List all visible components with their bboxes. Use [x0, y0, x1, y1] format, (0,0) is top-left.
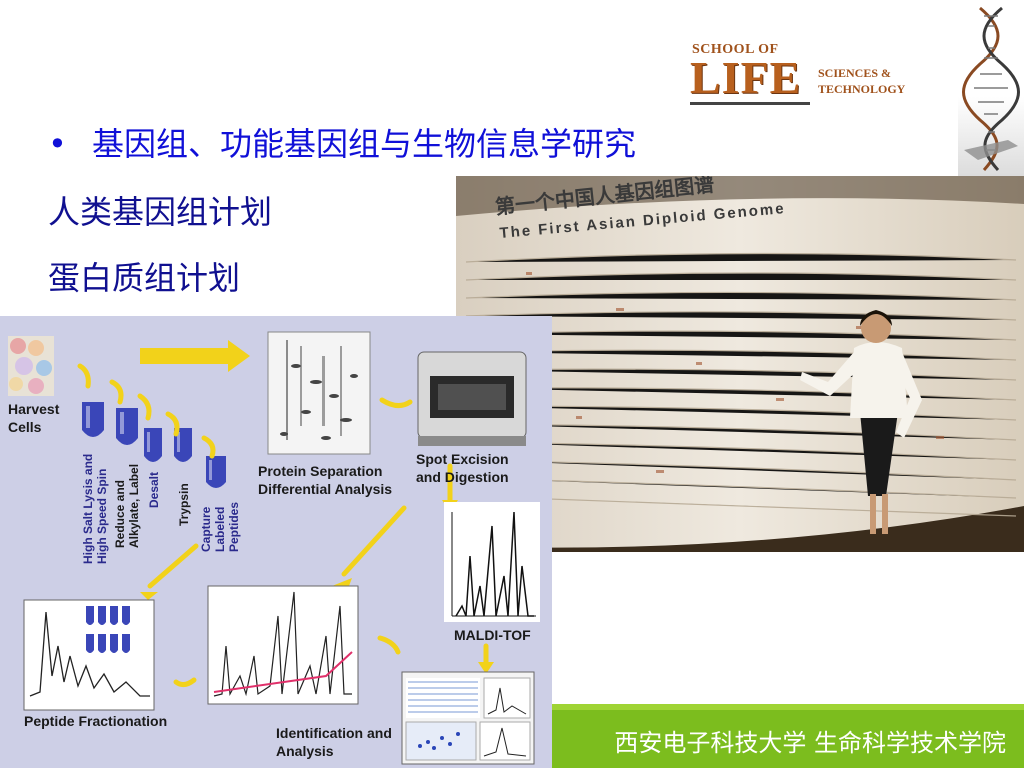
proteome-project: 蛋白质组计划 — [48, 259, 241, 297]
bullet-heading: • 基因组、功能基因组与生物信息学研究 — [48, 124, 636, 164]
step-reduce-1: Reduce and — [113, 480, 127, 548]
peptide-fraction-label: Peptide Fractionation — [24, 713, 167, 729]
logo-sciences: SCIENCES & — [818, 66, 892, 80]
spot-excision-machine — [417, 351, 527, 446]
proteomics-workflow-diagram: Harvest Cells High Salt Lysis and High S… — [0, 316, 552, 768]
protein-sep-label-2: Differential Analysis — [258, 481, 392, 497]
bullet-dot: • — [48, 125, 67, 163]
logo-underline — [690, 102, 810, 105]
logo-life: LIFE — [690, 52, 802, 103]
step-capture-3: Peptides — [227, 502, 241, 552]
workflow-arrows — [77, 363, 489, 688]
analysis-screenshot — [401, 671, 535, 765]
logo-school-of: SCHOOL OF — [692, 42, 779, 57]
identification-label-1: Identification and — [276, 725, 392, 741]
footer-bar: 西安电子科技大学 生命科学技术学院 — [552, 704, 1024, 768]
2d-gel-image — [267, 331, 371, 455]
harvest-label-2: Cells — [8, 419, 42, 435]
step-reduce-2: Alkylate, Label — [127, 464, 141, 548]
identification-chart — [207, 585, 359, 705]
spot-label-1: Spot Excision — [416, 451, 509, 467]
step-capture-2: Labeled — [213, 507, 227, 552]
step-desalt: Desalt — [147, 472, 161, 508]
bullet-heading-text: 基因组、功能基因组与生物信息学研究 — [92, 125, 637, 163]
identification-label-2: Analysis — [276, 743, 334, 759]
cells-image — [8, 336, 54, 396]
step-trypsin: Trypsin — [177, 483, 191, 526]
peptide-fraction-chart — [23, 599, 155, 711]
maldi-spectrum — [444, 502, 540, 622]
school-logo: SCHOOL OF LIFE SCIENCES & TECHNOLOGY — [690, 40, 948, 106]
spot-label-2: and Digestion — [416, 469, 509, 485]
presenter-person — [800, 310, 922, 534]
protein-sep-label-1: Protein Separation — [258, 463, 382, 479]
step-capture-1: Capture — [199, 506, 213, 552]
human-genome-project: 人类基因组计划 — [48, 193, 273, 231]
footer-institution: 西安电子科技大学 生命科学技术学院 — [614, 729, 1006, 757]
step-lysis-2: High Speed Spin — [95, 469, 109, 564]
dna-helix-image — [958, 0, 1024, 176]
maldi-label: MALDI-TOF — [454, 627, 531, 643]
harvest-label-1: Harvest — [8, 401, 60, 417]
step-lysis-1: High Salt Lysis and — [81, 454, 95, 564]
logo-technology: TECHNOLOGY — [818, 82, 906, 96]
test-tubes — [82, 402, 226, 488]
